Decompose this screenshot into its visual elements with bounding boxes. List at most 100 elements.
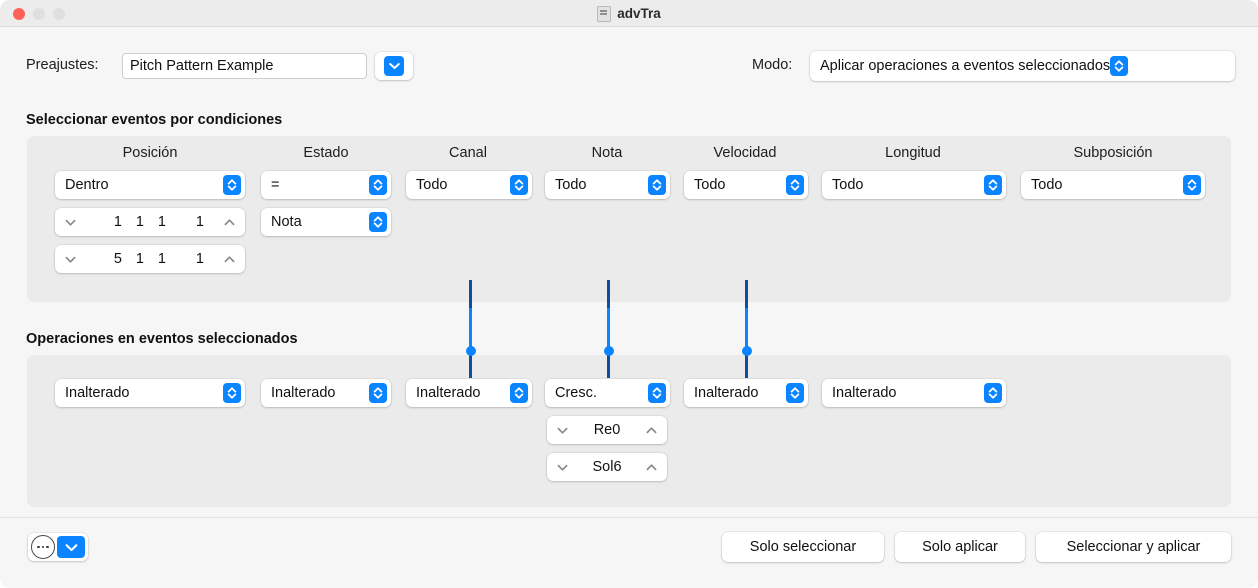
- zoom-button[interactable]: [53, 8, 65, 20]
- connector-segment-mid: [745, 308, 748, 355]
- op-velocidad-popup[interactable]: Inalterado: [684, 379, 808, 407]
- note-low-value: Re0: [593, 422, 621, 438]
- connector-nota[interactable]: [603, 280, 614, 378]
- connector-segment-mid: [469, 308, 472, 355]
- longitud-popup[interactable]: Todo: [822, 171, 1006, 199]
- subposicion-value: Todo: [1031, 177, 1063, 193]
- action-menu-button[interactable]: [28, 533, 88, 561]
- preset-label: Preajustes:: [26, 57, 99, 73]
- mode-value: Aplicar operaciones a eventos selecciona…: [820, 58, 1111, 74]
- updown-chevron-icon: [648, 383, 666, 403]
- column-header-2: Canal: [449, 145, 487, 161]
- chevron-down-icon[interactable]: [556, 461, 569, 474]
- connector-velocidad[interactable]: [741, 280, 752, 378]
- velocidad-popup[interactable]: Todo: [684, 171, 808, 199]
- title-bar: advTra: [0, 0, 1258, 27]
- column-header-0: Posición: [122, 145, 178, 161]
- document-icon: [597, 5, 612, 22]
- estado-tipo-popup[interactable]: Nota: [261, 208, 391, 236]
- updown-chevron-icon: [648, 175, 666, 195]
- select-only-button[interactable]: Solo seleccionar: [722, 532, 884, 562]
- updown-chevron-icon: [510, 175, 528, 195]
- conditions-section-title: Seleccionar eventos por condiciones: [26, 112, 283, 128]
- column-header-4: Velocidad: [713, 145, 777, 161]
- connector-knob[interactable]: [465, 346, 476, 356]
- apply-only-button[interactable]: Solo aplicar: [895, 532, 1025, 562]
- op-velocidad-value: Inalterado: [694, 385, 759, 401]
- note-high-value: Sol6: [592, 459, 622, 475]
- chevron-up-icon[interactable]: [223, 216, 236, 229]
- connector-knob[interactable]: [603, 346, 614, 356]
- canal-popup[interactable]: Todo: [406, 171, 532, 199]
- longitud-value: Todo: [832, 177, 864, 193]
- window-title: advTra: [617, 6, 661, 21]
- op-nota-popup[interactable]: Cresc.: [545, 379, 670, 407]
- connector-segment-top: [469, 280, 472, 308]
- updown-chevron-icon: [1183, 175, 1201, 195]
- chevron-down-icon[interactable]: [556, 424, 569, 437]
- op-posicion-value: Inalterado: [65, 385, 130, 401]
- updown-chevron-icon: [369, 383, 387, 403]
- chevron-down-icon: [384, 56, 404, 76]
- updown-chevron-icon: [510, 383, 528, 403]
- op-canal-value: Inalterado: [416, 385, 481, 401]
- preset-mode-row: Preajustes: Pitch Pattern Example Modo: …: [0, 49, 1258, 85]
- close-button[interactable]: [13, 8, 25, 20]
- subposicion-popup[interactable]: Todo: [1021, 171, 1205, 199]
- connector-segment-bottom: [745, 355, 748, 378]
- nota-value: Todo: [555, 177, 587, 193]
- nota-popup[interactable]: Todo: [545, 171, 670, 199]
- operations-section-title: Operaciones en eventos seleccionados: [26, 331, 298, 347]
- column-header-1: Estado: [303, 145, 349, 161]
- connector-knob[interactable]: [741, 346, 752, 356]
- op-canal-popup[interactable]: Inalterado: [406, 379, 532, 407]
- updown-chevron-icon: [786, 175, 804, 195]
- minimize-button[interactable]: [33, 8, 45, 20]
- column-header-3: Nota: [591, 145, 623, 161]
- updown-chevron-icon: [984, 175, 1002, 195]
- mode-label: Modo:: [752, 57, 793, 73]
- preset-popup-button[interactable]: [375, 52, 413, 80]
- note-low-stepper[interactable]: Re0: [547, 416, 667, 444]
- chevron-up-icon[interactable]: [645, 461, 658, 474]
- connector-segment-bottom: [469, 355, 472, 378]
- connector-segment-top: [745, 280, 748, 308]
- estado-popup[interactable]: =: [261, 171, 391, 199]
- updown-chevron-icon: [223, 175, 241, 195]
- window-title-group: advTra: [0, 0, 1258, 27]
- velocidad-value: Todo: [694, 177, 726, 193]
- chevron-down-icon: [57, 536, 85, 558]
- ellipsis-circle-icon: [31, 535, 55, 559]
- chevron-down-icon[interactable]: [64, 253, 77, 266]
- op-longitud-value: Inalterado: [832, 385, 897, 401]
- chevron-up-icon[interactable]: [223, 253, 236, 266]
- op-estado-value: Inalterado: [271, 385, 336, 401]
- estado-value: =: [271, 177, 280, 193]
- op-longitud-popup[interactable]: Inalterado: [822, 379, 1006, 407]
- canal-value: Todo: [416, 177, 448, 193]
- column-header-5: Longitud: [885, 145, 941, 161]
- op-nota-value: Cresc.: [555, 385, 597, 401]
- chevron-up-icon[interactable]: [645, 424, 658, 437]
- connector-canal[interactable]: [465, 280, 476, 378]
- posicion-popup[interactable]: Dentro: [55, 171, 245, 199]
- estado-tipo-value: Nota: [271, 214, 302, 230]
- updown-chevron-icon: [369, 212, 387, 232]
- updown-chevron-icon: [223, 383, 241, 403]
- posicion-value: Dentro: [65, 177, 109, 193]
- mode-popup-button[interactable]: Aplicar operaciones a eventos selecciona…: [810, 51, 1235, 81]
- preset-input[interactable]: Pitch Pattern Example: [122, 53, 367, 79]
- note-high-stepper[interactable]: Sol6: [547, 453, 667, 481]
- op-estado-popup[interactable]: Inalterado: [261, 379, 391, 407]
- select-and-apply-button[interactable]: Seleccionar y aplicar: [1036, 532, 1231, 562]
- chevron-down-icon[interactable]: [64, 216, 77, 229]
- updown-chevron-icon: [369, 175, 387, 195]
- updown-chevron-icon: [1110, 56, 1129, 76]
- op-posicion-popup[interactable]: Inalterado: [55, 379, 245, 407]
- connector-segment-top: [607, 280, 610, 308]
